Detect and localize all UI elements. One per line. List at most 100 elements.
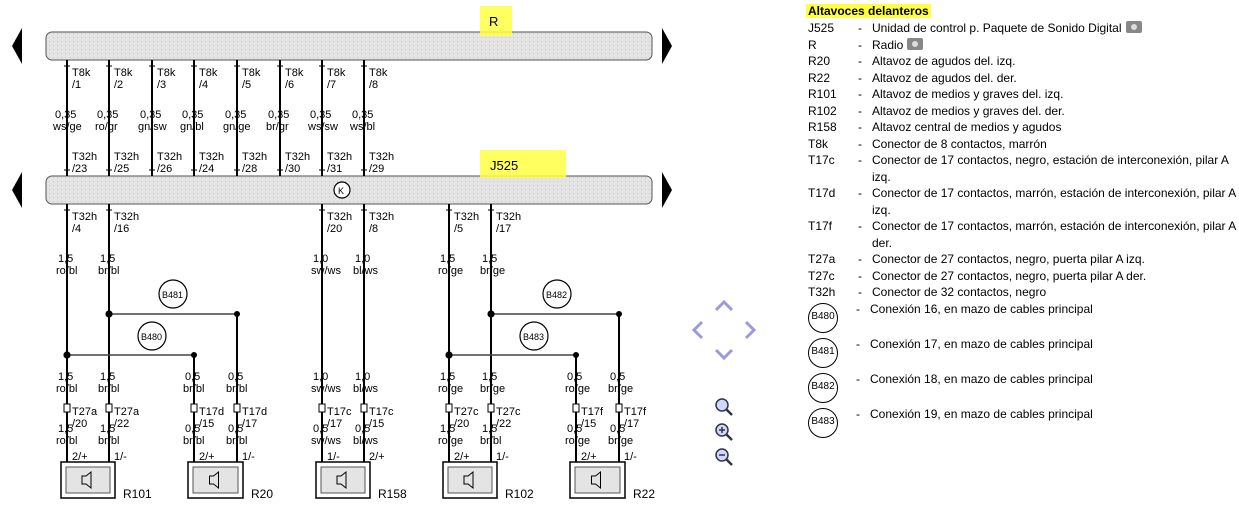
legend-dash: -: [858, 120, 862, 134]
connector-pin-icon: [105, 403, 113, 413]
legend-item: R158-Altavoz central de medios y agudos: [806, 119, 1236, 136]
speaker-name-label: R101: [123, 487, 152, 501]
camera-icon[interactable]: [1125, 21, 1142, 33]
connector-pin-icon: [63, 403, 71, 413]
speaker-r102[interactable]: 2/+1/-R102: [442, 451, 534, 501]
output-wire[interactable]: T32h/51,5ro/ge: [438, 204, 479, 410]
output-wire[interactable]: T32h/201,0sw/ws: [311, 204, 352, 410]
pan-left-icon[interactable]: [691, 320, 704, 340]
zoom-in-icon[interactable]: [715, 423, 733, 441]
connection-circle-icon: B483: [808, 407, 838, 438]
right-arrow-icon[interactable]: [662, 28, 672, 64]
speaker-pin-label: 2/+: [199, 451, 215, 463]
connector-pin-icon: [190, 403, 198, 413]
wire-color-label: br/bl: [98, 265, 119, 277]
speaker-r101[interactable]: 2/+1/-R101: [60, 451, 152, 501]
pin-label: /17: [496, 223, 511, 235]
pin-label: /28: [242, 163, 257, 175]
output-wire[interactable]: T32h/171,5br/ge: [480, 204, 521, 410]
pan-up-icon[interactable]: [714, 299, 734, 312]
speaker-pin-label: 2/+: [454, 451, 470, 463]
junction-dot: [191, 352, 197, 358]
connector-label: T8k: [199, 67, 218, 79]
pin-label: /26: [157, 163, 172, 175]
legend-dash: -: [858, 136, 862, 151]
wire-color-label: gn/sw: [138, 121, 167, 133]
connector-label: T32h: [285, 151, 310, 163]
wire-size-label: 1,5: [58, 253, 73, 265]
output-wire[interactable]: T32h/161,5br/bl: [98, 204, 139, 410]
wire-color-label: br/ge: [480, 265, 505, 277]
legend-dash: -: [858, 37, 862, 52]
legend-code: T17c: [808, 153, 835, 167]
wire-size-label: 1,5: [482, 253, 497, 265]
right-arrow-icon[interactable]: [662, 172, 672, 208]
pin-label: /15: [581, 418, 596, 430]
speaker-pin-label: 1/-: [242, 451, 255, 463]
wire-color-label: br/bl: [226, 435, 247, 447]
legend-text: Altavoz de medios y graves del. der.: [872, 103, 1065, 118]
pin-label: /3: [157, 79, 166, 91]
pin-label: /25: [114, 163, 129, 175]
connector-label: T32h: [114, 151, 139, 163]
junction-branch: B482: [487, 279, 622, 410]
wire-color-label: bl/ws: [353, 435, 379, 447]
left-arrow-icon[interactable]: [12, 172, 22, 208]
left-arrow-icon[interactable]: [12, 28, 22, 64]
junction-circle[interactable]: [137, 321, 167, 351]
camera-icon[interactable]: [907, 37, 924, 50]
speaker-icon: [81, 470, 92, 490]
ground-symbol-label: K: [338, 186, 344, 196]
wire-size-label: 0,35: [310, 109, 331, 121]
wire-color-label: br/bl: [183, 435, 204, 447]
output-wire[interactable]: T32h/41,5ro/bl: [56, 204, 97, 410]
speaker-r20[interactable]: 2/+1/-R20: [187, 451, 273, 501]
connector-pin-icon: [233, 403, 241, 413]
junction-dot: [616, 311, 622, 317]
pan-right-icon[interactable]: [744, 320, 757, 340]
junction-circle[interactable]: [519, 321, 549, 351]
wire-color-label: ro/ge: [438, 435, 463, 447]
wire-size-label: 0,35: [55, 109, 76, 121]
legend-text: Conector de 17 contactos, negro, estació…: [872, 153, 1229, 184]
legend-dash: -: [858, 87, 862, 101]
wire-color-label: br/bl: [226, 383, 247, 395]
legend-item: R22-Altavoz de agudos del. der.: [806, 70, 1236, 87]
connector-label: T27c: [454, 406, 479, 418]
wire-size-label: 1,0: [355, 371, 370, 383]
pin-label: /17: [624, 418, 639, 430]
junction-circle[interactable]: [158, 279, 188, 309]
junction-circle[interactable]: [542, 279, 572, 309]
zoom-out-icon[interactable]: [715, 448, 733, 466]
pin-label: /4: [199, 79, 208, 91]
legend-code: B481: [811, 346, 835, 358]
wire-size-label: 1,0: [355, 253, 370, 265]
wire-color-label: ro/bl: [56, 265, 77, 277]
legend-code: T8k: [808, 136, 829, 151]
pan-down-icon[interactable]: [714, 348, 734, 361]
zoom-search-icon[interactable]: [715, 398, 733, 416]
radio-label: R: [489, 14, 498, 29]
speaker-r158[interactable]: 1/-2/+R158: [315, 451, 407, 501]
legend-dash: -: [858, 186, 862, 200]
speaker-r22[interactable]: 2/+1/-R22: [569, 451, 655, 501]
output-wire[interactable]: T32h/81,0bl/ws: [353, 204, 394, 410]
